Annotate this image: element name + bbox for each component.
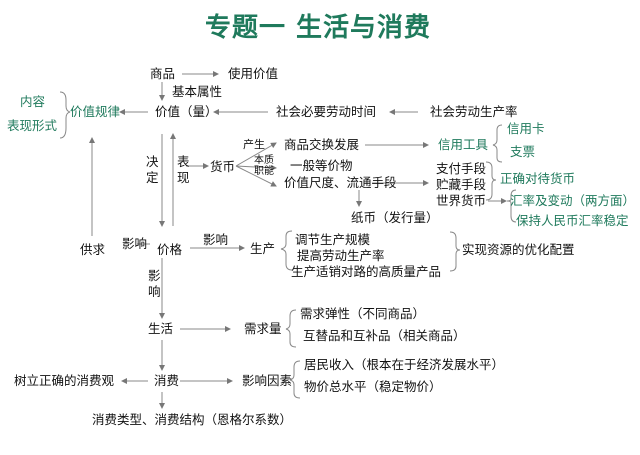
node-household-income: 居民收入（根本在于经济发展水平）	[304, 357, 505, 372]
label-origin: 产生	[243, 138, 265, 151]
node-world-money: 世界货币	[436, 193, 487, 208]
node-content: 内容	[20, 94, 46, 109]
node-raise-productivity: 提高劳动生产率	[297, 248, 385, 263]
label-influence-3: 影响	[148, 268, 161, 299]
label-influence-2: 影响	[203, 232, 229, 247]
node-price: 价格	[157, 242, 183, 257]
label-express: 表现	[177, 154, 190, 185]
node-production: 生产	[250, 241, 276, 256]
label-essence: 本质	[254, 155, 274, 166]
node-adjust-scale: 调节生产规模	[295, 232, 371, 247]
node-keep-rmb-stable: 保持人民币汇率稳定	[516, 213, 629, 228]
node-substitutes-complements: 互替品和互补品（相关商品）	[303, 328, 466, 343]
node-form: 表现形式	[7, 118, 58, 133]
node-general-equivalent: 一般等价物	[290, 158, 353, 173]
node-measure-circulation: 价值尺度、流通手段	[284, 175, 397, 190]
label-basic-attribute: 基本属性	[172, 84, 223, 99]
node-influence-factors: 影响因素	[242, 373, 293, 388]
node-credit-card: 信用卡	[507, 121, 545, 136]
node-social-necessary-labor-time: 社会必要劳动时间	[276, 104, 377, 119]
node-life: 生活	[148, 321, 174, 336]
node-exchange-development: 商品交换发展	[284, 137, 360, 152]
node-exchange-rate: 汇率及变动（两方面）	[510, 193, 636, 208]
node-credit-tools: 信用工具	[438, 137, 489, 152]
node-quality-products: 生产适销对路的高质量产品	[291, 264, 442, 279]
node-value: 价值（量）	[155, 104, 218, 119]
node-supply-demand: 供求	[80, 242, 106, 257]
node-paper-money: 纸币（发行量）	[351, 210, 439, 225]
label-decide: 决定	[146, 154, 159, 185]
node-social-labor-productivity: 社会劳动生产率	[430, 104, 518, 119]
label-influence-1: 影响	[122, 236, 148, 251]
label-function: 职能	[254, 166, 274, 177]
node-demand-elasticity: 需求弹性（不同商品）	[300, 306, 426, 321]
node-commodity: 商品	[150, 66, 176, 81]
node-currency: 货币	[210, 159, 236, 174]
node-storage-means: 贮藏手段	[436, 177, 487, 192]
node-law-of-value: 价值规律	[70, 104, 121, 119]
node-demand-quantity: 需求量	[244, 321, 282, 336]
node-optimize-resources: 实现资源的优化配置	[462, 242, 575, 257]
node-correct-view-money: 正确对待货币	[500, 171, 576, 186]
page-title: 专题一 生活与消费	[205, 13, 432, 43]
node-price-level: 物价总水平（稳定物价）	[304, 379, 442, 394]
node-consumption: 消费	[154, 373, 180, 388]
node-cheque: 支票	[510, 144, 536, 159]
node-consumption-view: 树立正确的消费观	[14, 373, 115, 388]
node-consumption-types-structure: 消费类型、消费结构（恩格尔系数）	[92, 412, 293, 427]
node-use-value: 使用价值	[228, 66, 279, 81]
node-payment-means: 支付手段	[436, 161, 487, 176]
